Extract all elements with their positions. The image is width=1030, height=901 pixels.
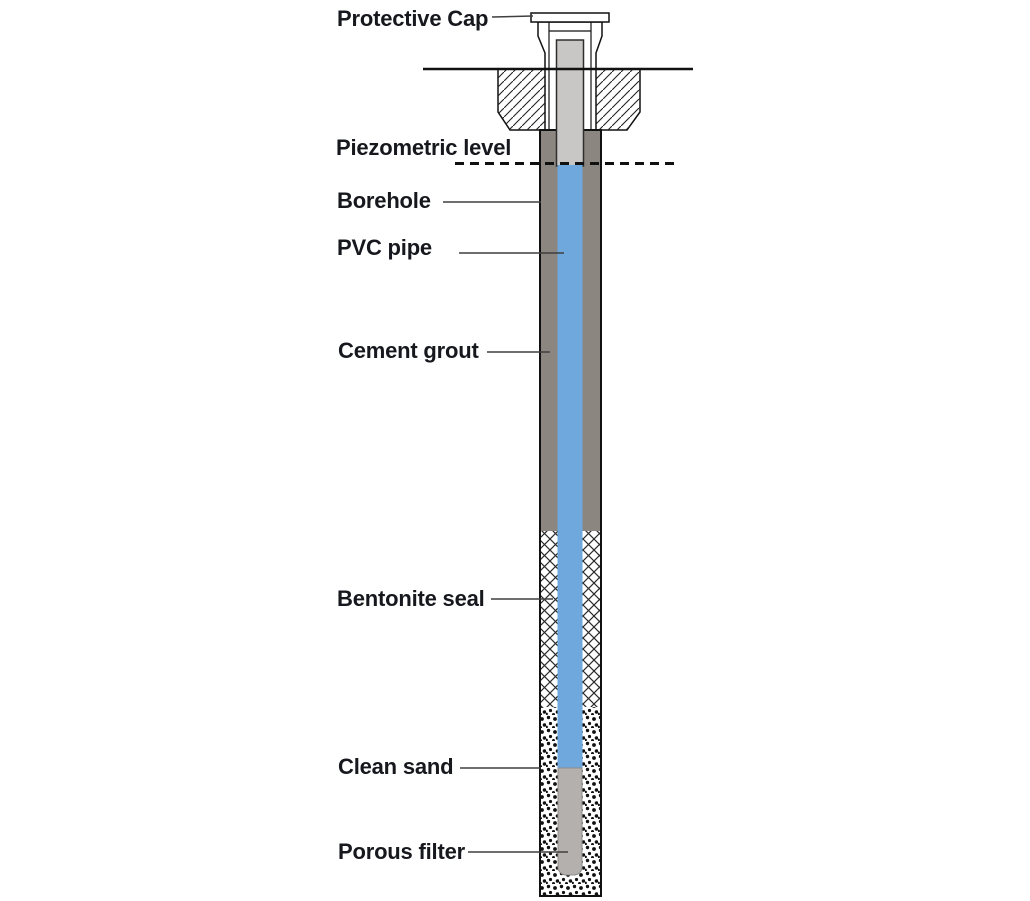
porous-filter-region [557,767,583,876]
pvc-pipe-upper [555,39,585,167]
label-porous-filter: Porous filter [338,839,465,864]
leader-protective-cap [491,15,534,18]
label-bentonite-seal: Bentonite seal [337,586,485,611]
leader-lines [443,15,568,853]
label-clean-sand: Clean sand [338,754,454,779]
protective-cap-lid [530,12,610,23]
label-cement-grout: Cement grout [338,338,479,363]
label-borehole: Borehole [337,188,431,213]
label-protective-cap: Protective Cap [337,6,489,31]
label-piezometric-level: Piezometric level [336,135,512,160]
label-pvc-pipe: PVC pipe [337,235,432,260]
water-column [557,165,583,769]
